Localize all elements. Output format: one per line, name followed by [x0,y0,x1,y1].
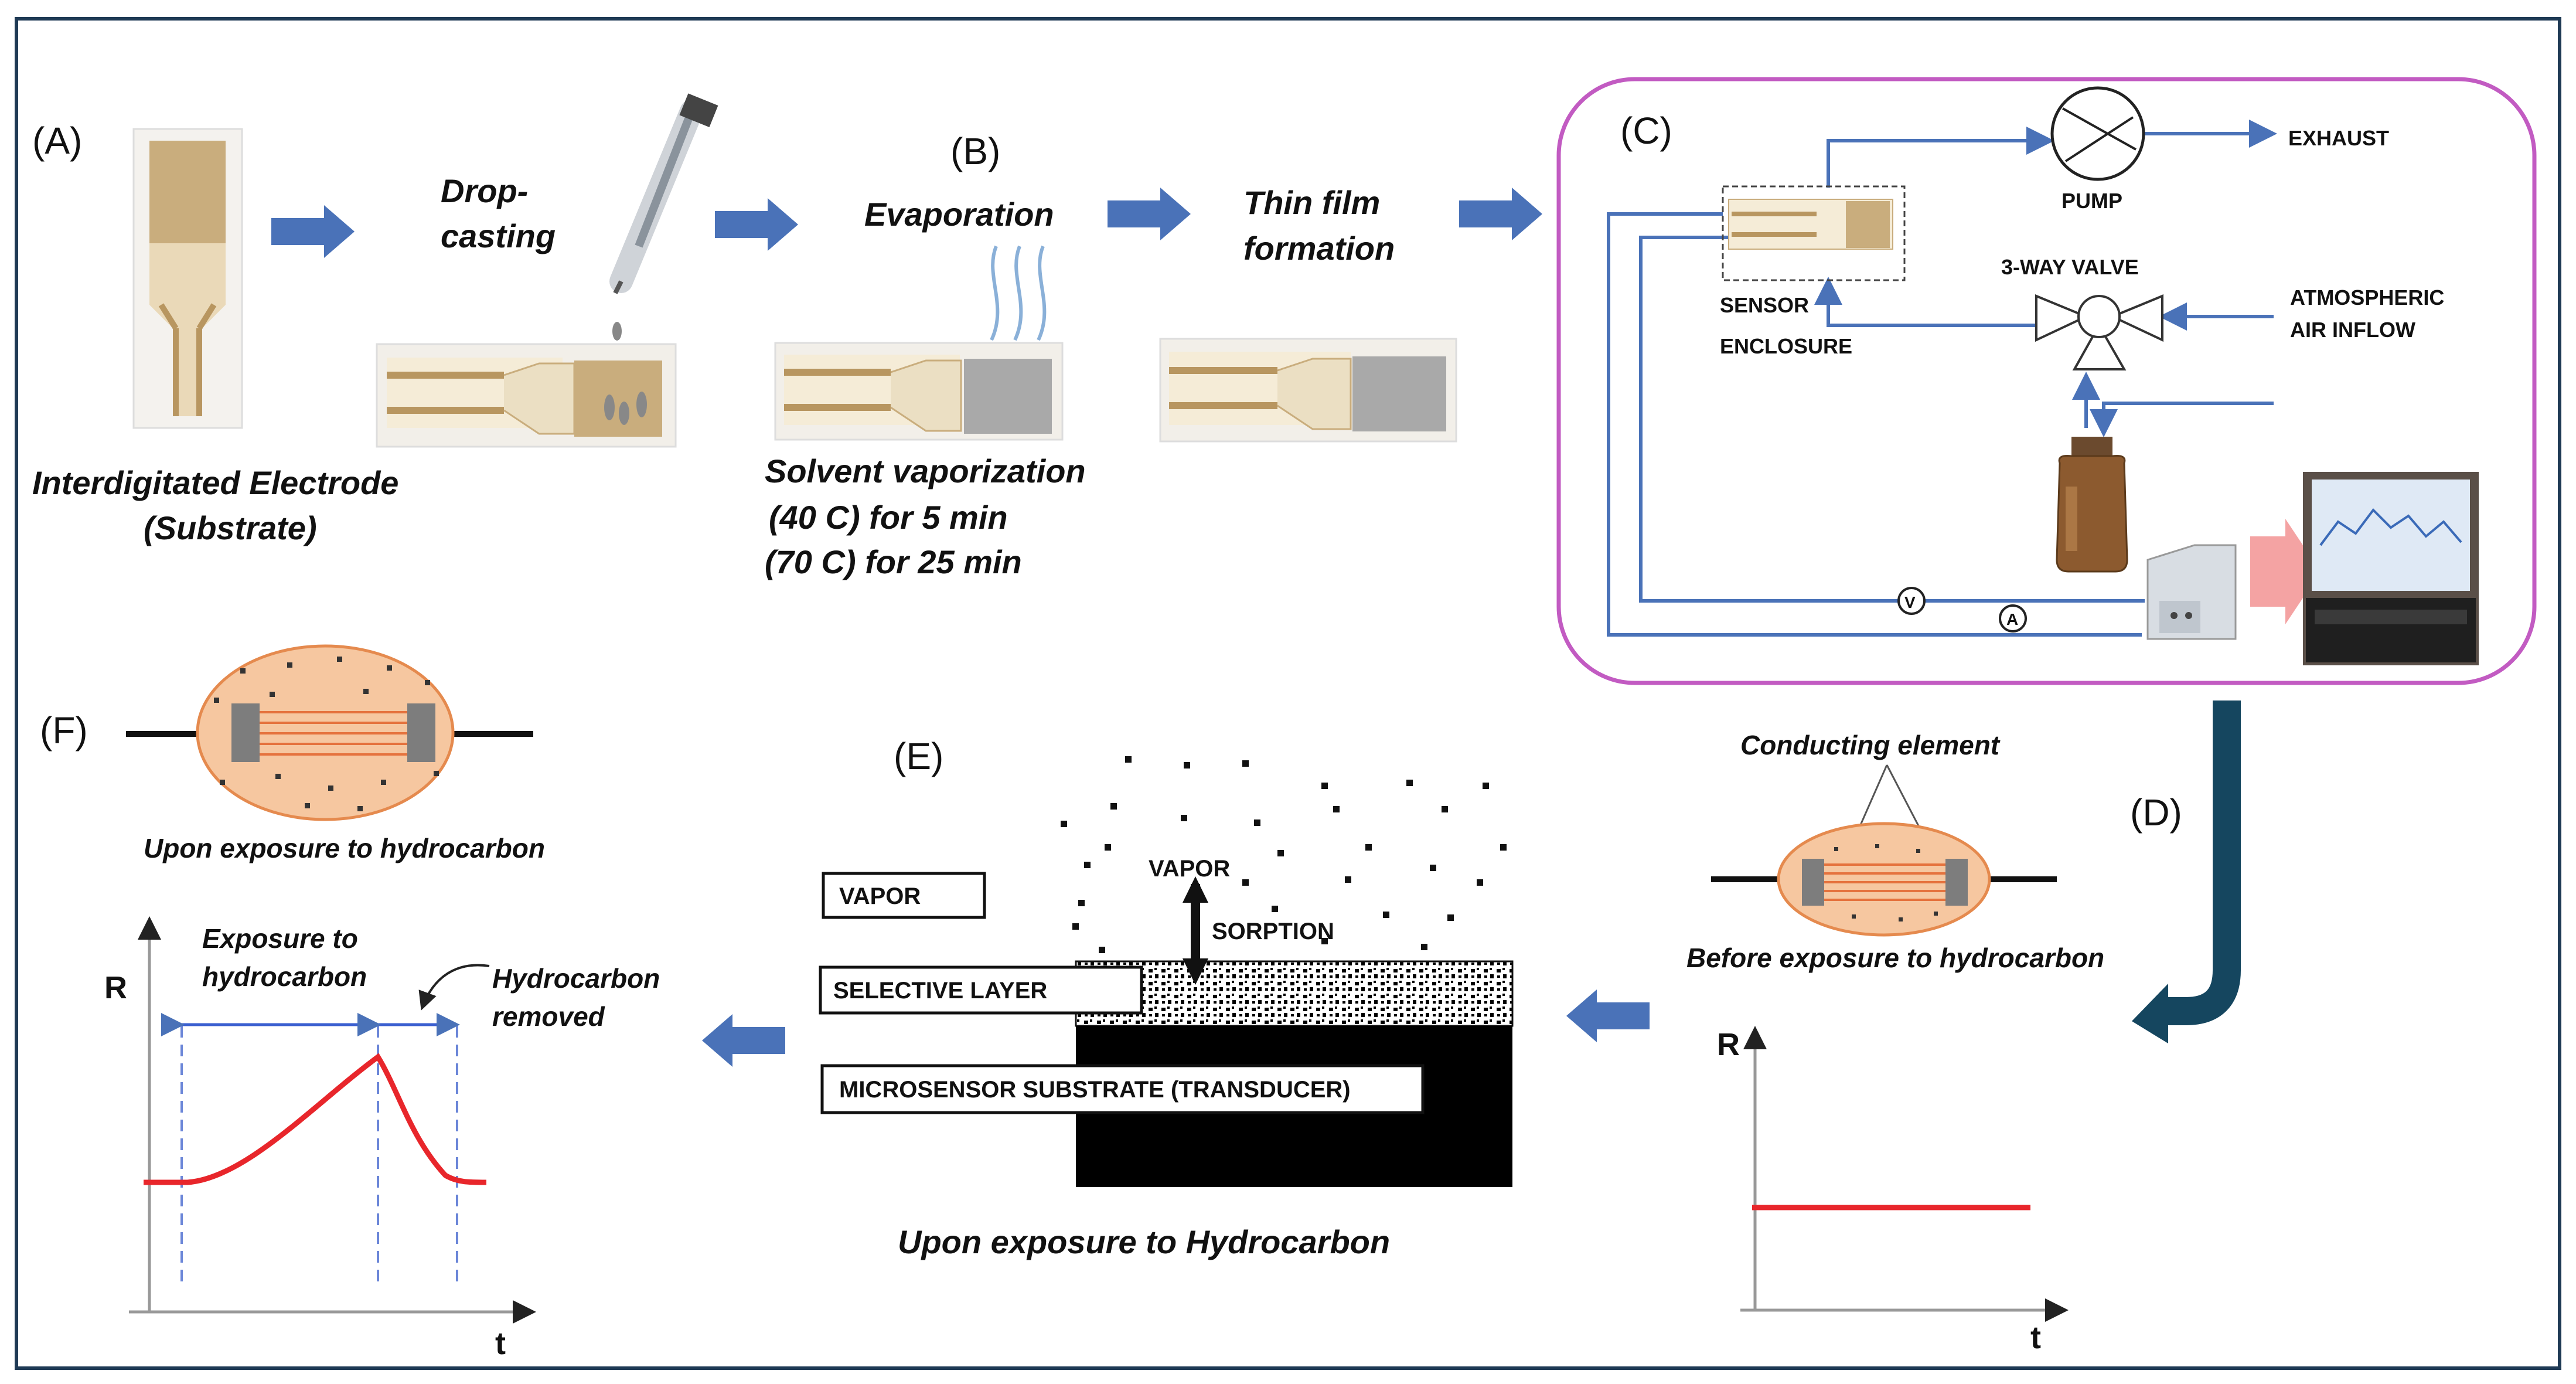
removed-label-2: removed [492,1001,605,1032]
panel-label-b: (B) [950,130,1000,172]
computer-icon [2303,472,2479,665]
ammeter-label: A [2006,610,2018,628]
pump-label: PUMP [2062,189,2122,213]
vapor-particles [1061,756,1507,953]
vapor-arrow-label: VAPOR [1149,856,1230,882]
air-label-2: AIR INFLOW [2290,318,2415,342]
arrow-film-right [1459,188,1542,240]
substrate-label-1: Interdigitated Electrode [32,464,398,501]
panel-label-c: (C) [1620,110,1672,152]
removed-label-1: Hydrocarbon [492,963,660,994]
sensor-element-before [1711,822,2057,937]
bend-arrow-head [2132,984,2168,1043]
meter-device-icon [2146,544,2237,640]
substrate-label: MICROSENSOR SUBSTRATE (TRANSDUCER) [839,1077,1351,1103]
after-caption: Upon exposure to hydrocarbon [144,833,545,863]
voltmeter-icon: V [1897,587,1926,615]
removed-pointer [418,964,490,1011]
selective-label: SELECTIVE LAYER [833,978,1047,1004]
sensor-label-1: SENSOR [1720,293,1809,317]
sorption-arrow-up [1183,876,1208,903]
ammeter-icon: A [1999,604,2027,633]
thin-film-label-1: Thin film [1243,184,1380,221]
pump-icon [2050,86,2145,181]
outer-frame [15,17,2561,1370]
electrode-thin-film [1159,338,1457,443]
arrow-e-left [702,1014,785,1067]
vapor-box [822,872,986,919]
before-t-axis: t [2030,1320,2041,1355]
after-t-axis: t [495,1326,506,1361]
panel-label-a: (A) [32,120,82,162]
solvent-bottle-icon [2056,437,2128,573]
electrode-drop-cast [376,343,677,448]
sorption-label: SORPTION [1212,919,1334,944]
layers-caption: Upon exposure to Hydrocarbon [898,1223,1390,1260]
thin-film-label-2: formation [1243,230,1395,267]
electrode-evaporating [774,342,1064,441]
exposure-label-2: hydrocarbon [202,961,367,992]
vapor-box-label: VAPOR [839,883,921,909]
solvent-label-1: Solvent vaporization [765,453,1086,489]
phase-markers [180,1026,458,1287]
panel-label-f: (F) [40,709,88,751]
vertical-electrode [132,128,243,429]
panel-label-e: (E) [894,735,943,777]
process-arrows [271,188,1650,1067]
substrate-box [820,1064,1425,1114]
substrate-label-2: (Substrate) [144,509,317,546]
arrow-d-left [1566,989,1650,1042]
three-way-valve-icon [2035,294,2163,370]
conducting-label: Conducting element [1740,730,2001,760]
sensor-label-2: ENCLOSURE [1720,334,1852,358]
arrow-evap-right [1108,188,1191,240]
panel-label-d: (D) [2130,791,2182,834]
sensor-element-after [126,644,533,821]
selective-layer [1075,960,1514,1027]
exhaust-label: EXHAUST [2288,126,2389,150]
drop-label-2: casting [441,217,556,254]
setup-frame [1556,77,2537,685]
after-r-axis: R [104,970,127,1005]
bend-arrow [2162,700,2241,1025]
arrow-a-right [271,205,355,258]
air-label-1: ATMOSPHERIC [2290,285,2444,310]
sensor-enclosure [1722,185,1906,281]
vapor-wisps [990,245,1047,341]
before-graph: R t [1717,1026,2069,1355]
voltmeter-label: V [1904,593,1916,611]
before-caption: Before exposure to hydrocarbon [1686,943,2104,973]
after-resistance-curve [144,1053,487,1185]
evaporation-label: Evaporation [864,196,1054,233]
selective-box [819,965,1143,1015]
exposure-label-1: Exposure to [202,923,358,954]
before-r-axis: R [1717,1027,1740,1062]
solvent-label-3: (70 C) for 25 min [765,543,1022,580]
solvent-label-2: (40 C) for 5 min [769,499,1008,536]
setup-tubing [1607,120,2277,637]
arrow-drop-right [715,198,798,251]
drop-label-1: Drop- [441,172,528,209]
after-graph: R t [104,916,536,1361]
valve-label: 3-WAY VALVE [2001,255,2139,279]
sorption-arrow-down [1183,958,1208,985]
pipette-icon [609,93,718,341]
